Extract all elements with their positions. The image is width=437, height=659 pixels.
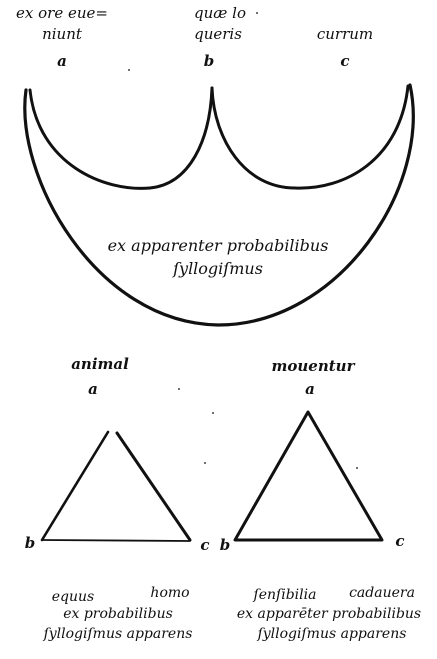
- scan-speck: [356, 467, 358, 469]
- left-triangle-vertex-c: c: [200, 536, 210, 554]
- triangle-right: [233, 410, 384, 542]
- triangle-left-base: [41, 539, 191, 542]
- scan-speck: [178, 388, 180, 390]
- right-triangle-apex-a: a: [305, 380, 315, 398]
- outer-arc: [23, 83, 415, 327]
- top-left-label-line1: ex ore eue=: [16, 4, 108, 22]
- left-triangle-apex-a: a: [88, 380, 98, 398]
- inner-arc-right: [210, 84, 410, 190]
- top-middle-label-line2: queris: [194, 25, 242, 43]
- top-left-label-line2: niunt: [42, 25, 82, 43]
- inner-arc-left: [28, 86, 214, 190]
- left-caption-term1: equus: [51, 589, 95, 605]
- right-caption-row3: ſyllogiſmus apparens: [257, 626, 407, 642]
- right-caption-term1: ſenſibilia: [253, 587, 317, 603]
- left-triangle-vertex-b: b: [24, 534, 36, 552]
- top-caption-line1: ex apparenter probabilibus: [107, 236, 329, 255]
- top-caption-line2: ſyllogiſmus: [173, 259, 263, 278]
- left-triangle-top-label: animal: [71, 355, 129, 373]
- top-middle-label-line1: quæ lo: [194, 4, 246, 22]
- right-triangle-vertex-c: c: [395, 532, 405, 550]
- scan-speck: [128, 69, 130, 71]
- triangle-left-left-side: [40, 430, 110, 542]
- scan-speck: [212, 412, 214, 414]
- right-caption-row2: ex apparēter probabilibus: [236, 606, 422, 622]
- top-point-c: c: [340, 52, 350, 70]
- triangle-left-right-side: [115, 431, 192, 542]
- left-caption-row3: ſyllogiſmus apparens: [43, 626, 193, 642]
- right-triangle-vertex-b: b: [219, 536, 231, 554]
- left-caption-row2: ex probabilibus: [63, 606, 173, 622]
- top-point-b: b: [203, 52, 215, 70]
- right-caption-term2: cadauera: [349, 585, 415, 601]
- top-point-a: a: [57, 52, 67, 70]
- right-triangle-top-label: mouentur: [271, 357, 355, 375]
- left-caption-term2: homo: [150, 585, 190, 601]
- scan-speck: [204, 462, 206, 464]
- top-right-label: currum: [316, 25, 374, 43]
- scan-speck: [256, 12, 258, 14]
